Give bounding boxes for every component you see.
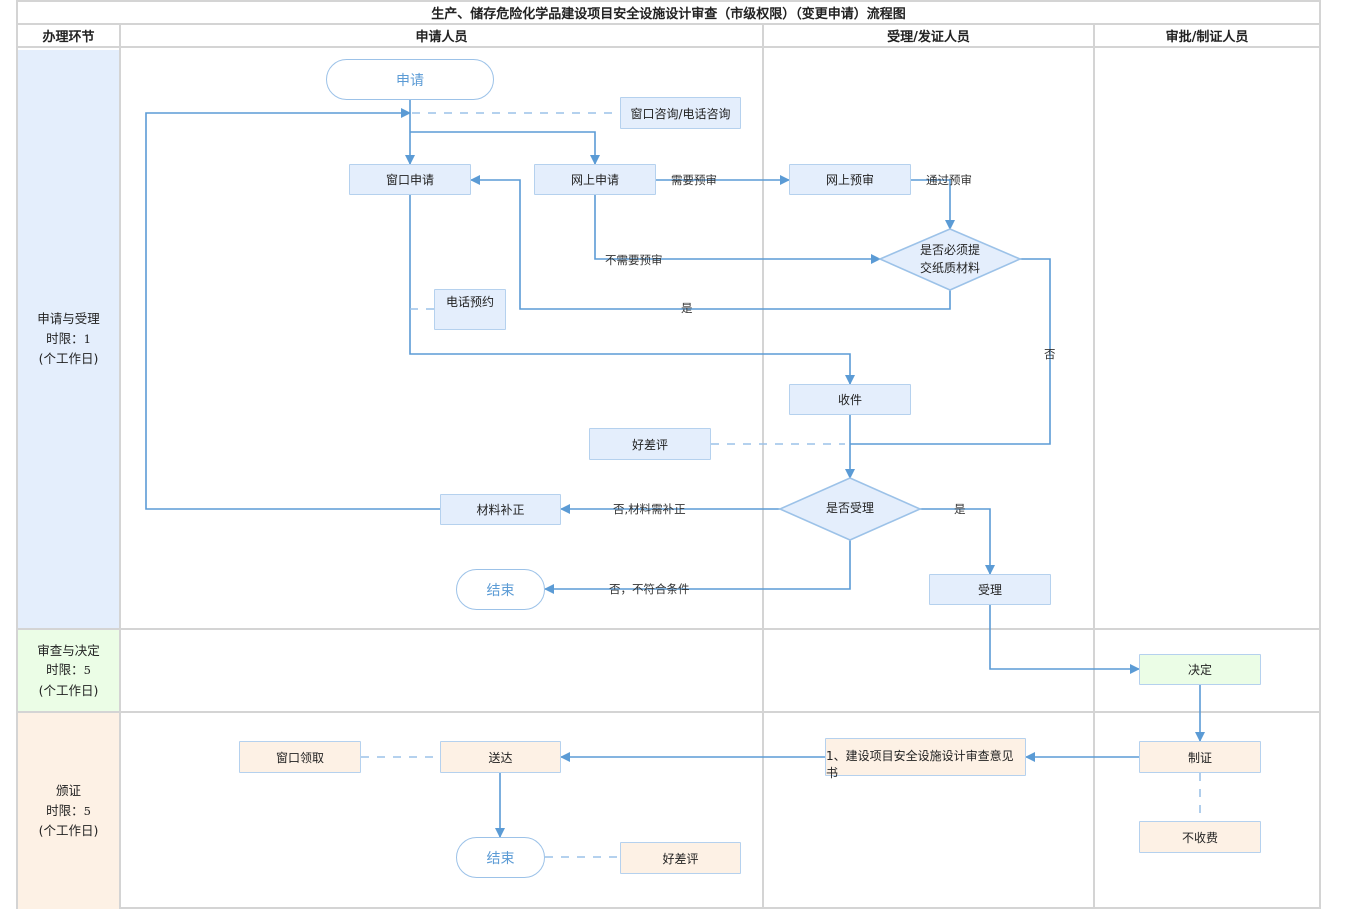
flowchart-frame: 生产、储存危险化学品建设项目安全设施设计审查（市级权限）（变更申请）流程图 办理…	[16, 0, 1321, 909]
edge-accept-decide	[989, 605, 1140, 674]
column-header-applicant: 申请人员	[121, 25, 762, 48]
edge-paper-no	[850, 258, 1051, 445]
node-opinion-doc[interactable]: 1、建设项目安全设施设计审查意见书	[825, 738, 1026, 780]
node-supplement[interactable]: 材料补正	[440, 494, 561, 525]
edge-label-no-precheck: 不需要预审	[605, 253, 663, 267]
grid-line	[119, 25, 121, 909]
grid-line	[1093, 25, 1095, 909]
edge-supplement-loop	[145, 108, 440, 510]
grid-line	[762, 25, 764, 909]
edge-label-no-paper: 否	[1044, 347, 1056, 361]
edge-label-yes-paper: 是	[681, 301, 693, 315]
edge-window-receive	[409, 195, 855, 385]
node-accept[interactable]: 受理	[929, 574, 1051, 605]
node-deliver[interactable]: 送达	[440, 741, 561, 773]
stage-limit-label: 时限：	[46, 802, 84, 818]
page-title: 生产、储存危险化学品建设项目安全设施设计审查（市级权限）（变更申请）流程图	[18, 2, 1319, 25]
edge-decision-end	[544, 540, 851, 594]
edge-paper-yes	[470, 175, 951, 310]
end-terminal-2[interactable]: 结束	[456, 837, 545, 878]
edge-precheck-decision	[911, 179, 955, 230]
edge-label-pass-precheck: 通过预审	[926, 173, 972, 187]
decision-paper-line1: 是否必须提	[919, 243, 980, 257]
stage-lane-apply: 申请与受理 时限：1 (个工作日)	[18, 50, 119, 628]
edge-noprecheck-decision	[594, 195, 881, 264]
node-online-precheck[interactable]: 网上预审	[789, 164, 911, 195]
decision-paper-line2: 交纸质材料	[919, 261, 980, 275]
stage-unit: (个工作日)	[38, 682, 99, 698]
end-terminal-1[interactable]: 结束	[456, 569, 545, 610]
node-consult[interactable]: 窗口咨询/电话咨询	[620, 97, 741, 129]
node-rating-2[interactable]: 好差评	[620, 842, 741, 874]
node-window-pickup[interactable]: 窗口领取	[239, 741, 361, 773]
edge-label-yes-accept: 是	[954, 502, 966, 516]
stage-name: 申请与受理	[37, 311, 100, 327]
stage-name: 审查与决定	[37, 642, 100, 658]
stage-limit-label: 时限：	[46, 330, 84, 346]
node-no-fee[interactable]: 不收费	[1139, 821, 1261, 853]
column-header-acceptor: 受理/发证人员	[764, 25, 1093, 48]
edge-decision-accept	[920, 508, 995, 575]
stage-limit-value: 5	[83, 663, 91, 678]
decision-paper-text: 是否必须提交纸质材料	[895, 238, 1005, 280]
grid-line	[18, 711, 1319, 713]
node-certify[interactable]: 制证	[1139, 741, 1261, 773]
edge-label-no-unqualified: 否，不符合条件	[609, 582, 690, 596]
edge-start-online	[410, 131, 600, 165]
stage-name: 颁证	[55, 783, 81, 799]
edge-label-no-supplement: 否,材料需补正	[613, 502, 686, 516]
stage-lane-certify: 颁证 时限：5 (个工作日)	[18, 713, 119, 909]
grid-line	[18, 628, 1319, 630]
decision-accept-diamond	[778, 477, 922, 541]
node-receive[interactable]: 收件	[789, 384, 911, 415]
edge-label-need-precheck: 需要预审	[671, 173, 717, 187]
node-online-apply[interactable]: 网上申请	[534, 164, 656, 195]
stage-limit-value: 1	[83, 331, 91, 346]
stage-unit: (个工作日)	[38, 823, 99, 839]
node-phone-booking[interactable]: 电话预约	[434, 289, 506, 330]
stage-limit-value: 5	[83, 803, 91, 818]
stage-limit-label: 时限：	[46, 662, 84, 678]
stage-unit: (个工作日)	[38, 351, 99, 367]
stage-lane-review: 审查与决定 时限：5 (个工作日)	[18, 630, 119, 711]
column-header-stage: 办理环节	[18, 25, 119, 48]
node-decide[interactable]: 决定	[1139, 654, 1261, 685]
start-terminal[interactable]: 申请	[326, 59, 494, 100]
decision-accept-text: 是否受理	[825, 501, 874, 515]
decision-paper-diamond	[877, 228, 1023, 291]
column-header-approver: 审批/制证人员	[1095, 25, 1319, 48]
node-window-apply[interactable]: 窗口申请	[349, 164, 471, 195]
node-rating-1[interactable]: 好差评	[589, 428, 711, 460]
